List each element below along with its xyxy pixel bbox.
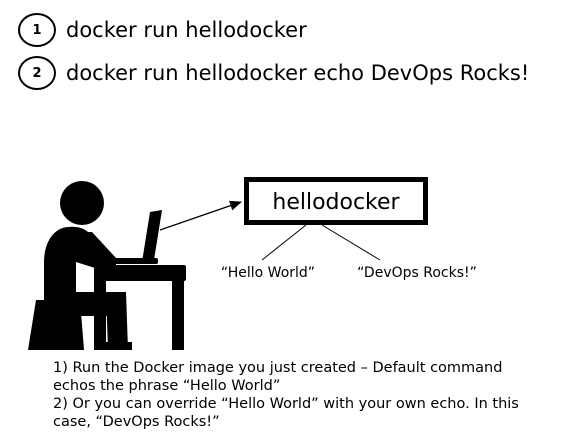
step-2: 2 docker run hellodocker echo DevOps Roc… — [18, 56, 529, 90]
run-arrow — [159, 200, 242, 231]
output-devops-rocks: “DevOps Rocks!” — [357, 265, 477, 281]
step-1: 1 docker run hellodocker — [18, 13, 307, 47]
step-1-command: docker run hellodocker — [66, 18, 307, 42]
output-hello-world: “Hello World” — [221, 265, 315, 281]
caption-line-1: 1) Run the Docker image you just created… — [53, 360, 503, 394]
step-1-number-badge: 1 — [18, 13, 56, 47]
branch-line-hello-world — [261, 224, 307, 261]
caption: 1) Run the Docker image you just created… — [53, 359, 523, 431]
container-label: hellodocker — [272, 190, 400, 215]
caption-line-2: 2) Or you can override “Hello World” wit… — [53, 396, 519, 430]
step-2-command: docker run hellodocker echo DevOps Rocks… — [66, 61, 530, 85]
container-box — [244, 177, 428, 225]
step-2-number-badge: 2 — [18, 56, 56, 90]
branch-line-devops-rocks — [321, 224, 381, 261]
person-at-laptop-icon — [28, 181, 186, 350]
